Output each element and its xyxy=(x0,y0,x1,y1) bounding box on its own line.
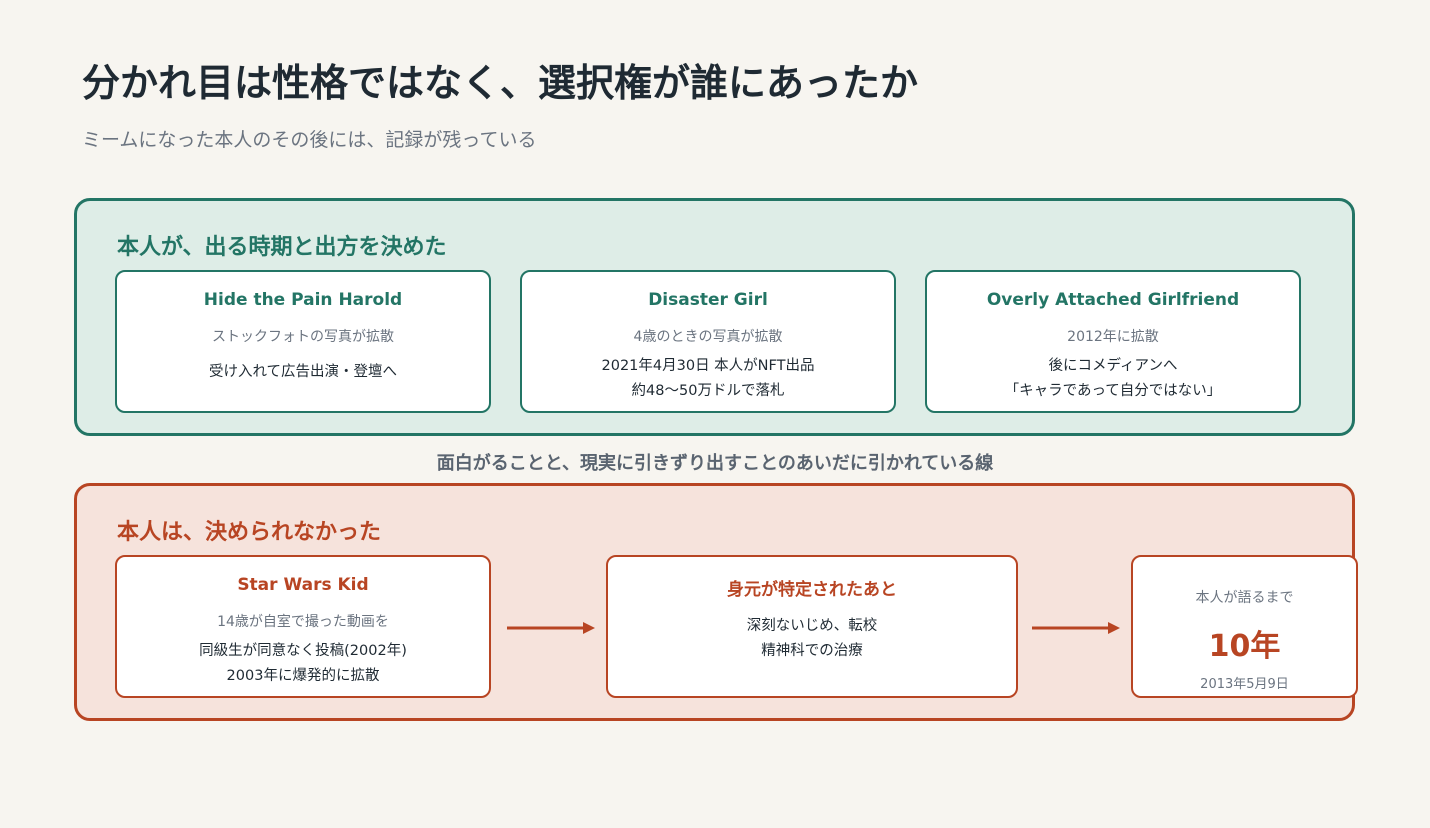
card-line: 約48〜50万ドルで落札 xyxy=(631,383,785,399)
card-title: Star Wars Kid xyxy=(237,575,369,595)
card-line: 後にコメディアンへ xyxy=(1048,358,1178,374)
card-note: 14歳が自室で撮った動画を xyxy=(217,614,389,630)
not-chose-panel: 本人は、決められなかった Star Wars Kid 14歳が自室で撮った動画を… xyxy=(74,483,1358,721)
not-chose-heading: 本人は、決められなかった xyxy=(117,520,382,545)
until-speaking-card: 本人が語るまで 10年 2013年5月9日 xyxy=(1131,555,1358,698)
card-title: Disaster Girl xyxy=(648,290,768,310)
card-note: ストックフォトの写真が拡散 xyxy=(212,329,394,345)
card-title: Hide the Pain Harold xyxy=(203,290,403,310)
card-note: 2012年に拡散 xyxy=(1067,329,1159,345)
card-note: 4歳のときの写真が拡散 xyxy=(633,329,783,345)
card-line: 「キャラであって自分ではない」 xyxy=(1004,383,1222,399)
until-label: 本人が語るまで xyxy=(1195,590,1294,606)
card-line: 2021年4月30日 本人がNFT出品 xyxy=(601,358,815,374)
harold-card: Hide the Pain Harold ストックフォトの写真が拡散 受け入れて… xyxy=(115,270,491,413)
card-line: 2003年に爆発的に拡散 xyxy=(226,668,380,684)
years-value: 10年 xyxy=(1208,629,1281,664)
until-date: 2013年5月9日 xyxy=(1200,677,1289,692)
disaster-girl-card: Disaster Girl 4歳のときの写真が拡散 2021年4月30日 本人が… xyxy=(520,270,896,413)
page-title: 分かれ目は性格ではなく、選択権が誰にあったか xyxy=(82,61,919,105)
chose-heading: 本人が、出る時期と出方を決めた xyxy=(117,235,447,260)
card-line: 精神科での治療 xyxy=(761,643,863,659)
arrow-right-icon xyxy=(507,622,595,634)
page-subtitle: ミームになった本人のその後には、記録が残っている xyxy=(82,129,537,151)
chose-panel: 本人が、出る時期と出方を決めた Hide the Pain Harold ストッ… xyxy=(74,198,1355,436)
divider-text: 面白がることと、現実に引きずり出すことのあいだに引かれている線 xyxy=(436,453,994,474)
card-line: 深刻ないじめ、転校 xyxy=(746,618,878,634)
card-line: 受け入れて広告出演・登壇へ xyxy=(208,364,398,380)
card-line: 同級生が同意なく投稿(2002年) xyxy=(199,643,407,659)
arrow-right-icon xyxy=(1032,622,1120,634)
overly-attached-card: Overly Attached Girlfriend 2012年に拡散 後にコメ… xyxy=(925,270,1301,413)
star-wars-kid-card: Star Wars Kid 14歳が自室で撮った動画を 同級生が同意なく投稿(2… xyxy=(115,555,491,698)
card-title: 身元が特定されたあと xyxy=(727,580,897,600)
after-identified-card: 身元が特定されたあと 深刻ないじめ、転校 精神科での治療 xyxy=(606,555,1018,698)
card-title: Overly Attached Girlfriend xyxy=(986,290,1240,310)
